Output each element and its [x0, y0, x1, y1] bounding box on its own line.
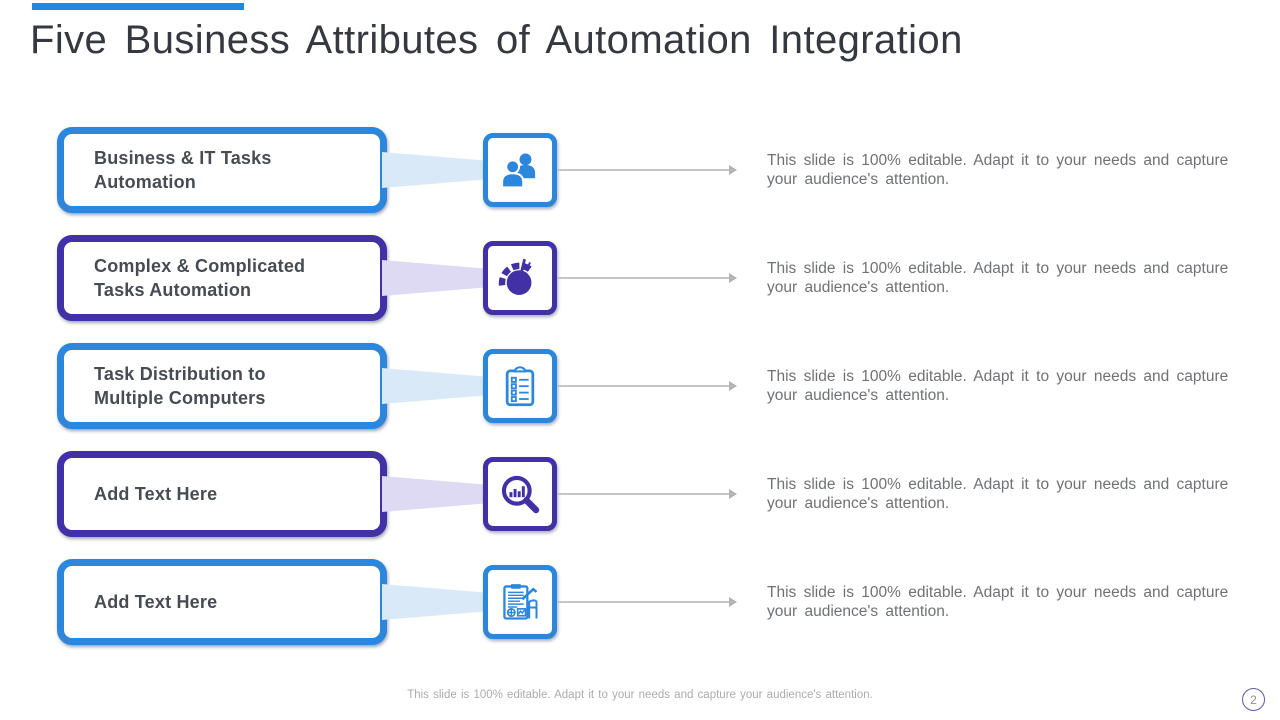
- attribute-box: Task Distribution to Multiple Computers: [57, 343, 387, 429]
- arrowhead-icon: [729, 273, 737, 283]
- connector-beam: [382, 260, 486, 296]
- attribute-row: Add Text Here This slide is 100% editabl…: [0, 451, 1280, 559]
- row-description: This slide is 100% editable. Adapt it to…: [767, 584, 1229, 620]
- attribute-label: Add Text Here: [94, 483, 218, 504]
- attribute-row: Add Text Here This slide is 100% editabl…: [0, 559, 1280, 667]
- users-icon: [498, 148, 542, 192]
- connector-line: [557, 381, 737, 391]
- row-description: This slide is 100% editable. Adapt it to…: [767, 476, 1229, 512]
- attribute-row: Complex & Complicated Tasks Automation T…: [0, 235, 1280, 343]
- icon-tile: [483, 133, 557, 207]
- gauge-icon: [498, 256, 542, 300]
- connector-beam: [382, 152, 486, 188]
- arrowhead-icon: [729, 597, 737, 607]
- slide-title: Five Business Attributes of Automation I…: [30, 18, 963, 62]
- attribute-row: Business & IT Tasks Automation This slid…: [0, 127, 1280, 235]
- document-sign-icon: [498, 580, 542, 624]
- icon-tile: [483, 241, 557, 315]
- attribute-row: Task Distribution to Multiple Computers …: [0, 343, 1280, 451]
- checklist-icon: [498, 364, 542, 408]
- icon-tile: [483, 349, 557, 423]
- row-description: This slide is 100% editable. Adapt it to…: [767, 368, 1229, 404]
- row-description: This slide is 100% editable. Adapt it to…: [767, 152, 1229, 188]
- attribute-box: Complex & Complicated Tasks Automation: [57, 235, 387, 321]
- connector-line: [557, 273, 737, 283]
- attribute-label: Add Text Here: [94, 591, 218, 612]
- arrowhead-icon: [729, 489, 737, 499]
- attribute-box: Add Text Here: [57, 559, 387, 645]
- arrowhead-icon: [729, 165, 737, 175]
- connector-beam: [382, 476, 486, 512]
- footer-note: This slide is 100% editable. Adapt it to…: [407, 689, 873, 701]
- page-number-badge: 2: [1242, 688, 1265, 711]
- connector-beam: [382, 368, 486, 404]
- accent-bar: [32, 3, 244, 10]
- attribute-label: Business & IT Tasks Automation: [94, 147, 272, 192]
- page-number: 2: [1250, 692, 1257, 707]
- attribute-box: Business & IT Tasks Automation: [57, 127, 387, 213]
- connector-line: [557, 165, 737, 175]
- arrowhead-icon: [729, 381, 737, 391]
- connector-beam: [382, 584, 486, 620]
- search-chart-icon: [498, 472, 542, 516]
- row-description: This slide is 100% editable. Adapt it to…: [767, 260, 1229, 296]
- attribute-label: Task Distribution to Multiple Computers: [94, 363, 266, 408]
- connector-line: [557, 489, 737, 499]
- connector-line: [557, 597, 737, 607]
- attribute-box: Add Text Here: [57, 451, 387, 537]
- icon-tile: [483, 565, 557, 639]
- attribute-label: Complex & Complicated Tasks Automation: [94, 255, 306, 300]
- icon-tile: [483, 457, 557, 531]
